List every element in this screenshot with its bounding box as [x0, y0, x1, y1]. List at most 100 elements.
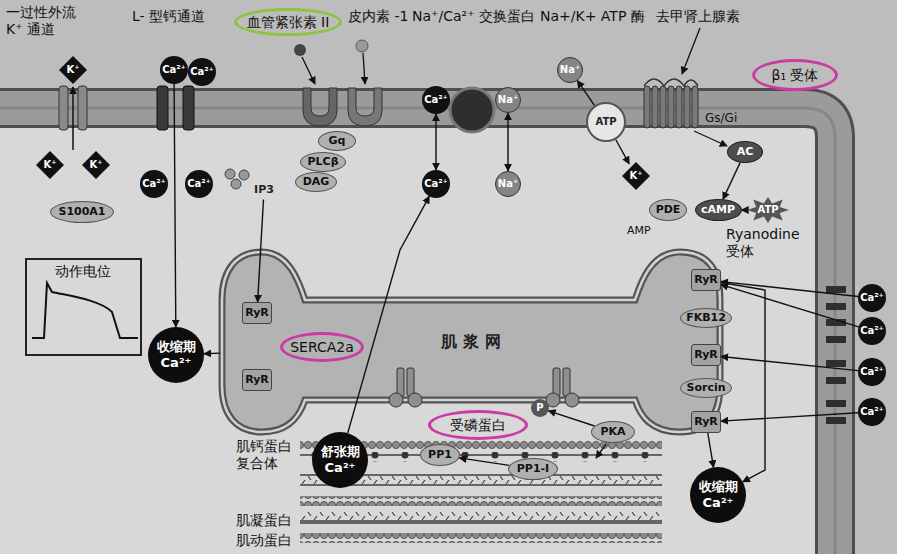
connector-arrow — [723, 163, 740, 200]
calcium-ion: Ca²⁺ — [160, 56, 188, 84]
node-text: PLCβ — [307, 156, 338, 169]
text-label: Ryanodine 受体 — [726, 226, 814, 260]
node-text: PDE — [656, 204, 681, 217]
node-text: Ca²⁺ — [860, 325, 884, 337]
connector-arrow — [204, 352, 220, 354]
node-text: K⁺ — [629, 170, 642, 182]
text-label: Na+/K+ ATP 酶 — [540, 8, 645, 25]
sodium-ion: Na⁺ — [495, 87, 521, 113]
protein-ellipse-dark: cAMP — [695, 199, 742, 221]
ip3-molecules — [225, 169, 249, 189]
node-text: PP1-I — [517, 463, 549, 476]
connector-arrow — [708, 433, 714, 467]
node-text: S100A1 — [58, 206, 105, 219]
node-text: RyR — [694, 349, 718, 362]
connector-arrow — [721, 285, 859, 327]
node-text: Ca²⁺ — [860, 292, 884, 304]
node-text: Ca²⁺ — [187, 178, 211, 190]
node-text: Na⁺ — [560, 64, 580, 76]
connector-arrow — [435, 114, 436, 170]
highlight-oval: 受磷蛋白 — [428, 410, 528, 440]
node-text: RyR — [245, 307, 269, 320]
node-text: Ca²⁺ — [424, 94, 448, 106]
calcium-ion: Ca²⁺ — [422, 86, 450, 114]
connector-arrow — [507, 113, 508, 171]
connector-arrow — [549, 411, 595, 426]
potassium-ion: K⁺ — [622, 162, 650, 190]
ryanodine-receptor: RyR — [242, 369, 272, 391]
connector-arrow — [616, 140, 630, 164]
node-text: 收缩期 Ca²⁺ — [696, 479, 740, 510]
node-text: AC — [737, 146, 754, 159]
ip3-molecule: IP3 — [249, 181, 279, 200]
protein-ellipse: FKB12 — [680, 308, 732, 328]
ryanodine-receptor: RyR — [691, 269, 721, 291]
node-text: 血管紧张素 II — [247, 14, 330, 30]
node-text: 舒张期 Ca²⁺ — [318, 444, 362, 475]
node-text: cAMP — [701, 204, 735, 217]
phosphate-dot: P — [531, 399, 549, 417]
text-label: 一过性外流 K⁺ 通道 — [6, 4, 84, 38]
node-text: Na⁺ — [498, 94, 518, 106]
exchanger-protein — [450, 88, 494, 132]
l-type-calcium-channel — [157, 86, 194, 130]
beta-receptor — [644, 28, 727, 146]
calcium-ion: Ca²⁺ — [188, 58, 216, 86]
node-text: PKA — [600, 426, 625, 439]
sodium-ion: Na⁺ — [557, 57, 583, 83]
node-text: DAG — [303, 176, 330, 189]
protein-ellipse: PP1 — [420, 444, 460, 466]
ryanodine-receptor: RyR — [242, 302, 272, 324]
text-label: 肌钙蛋白 复合体 — [236, 438, 298, 472]
action-potential-box: 动作电位 — [25, 258, 142, 356]
protein-ellipse-dark: AC — [727, 141, 763, 163]
node-text: β₁ 受体 — [772, 67, 819, 83]
node-text: RyR — [694, 416, 718, 429]
connector-arrow — [174, 84, 176, 327]
node-text: FKB12 — [686, 312, 726, 325]
text-label: 去甲肾上腺素 — [656, 8, 740, 25]
action-potential-trace — [32, 283, 138, 338]
calcium-ion: Ca²⁺ — [140, 170, 168, 198]
calcium-pool: 收缩期 Ca²⁺ — [148, 327, 204, 383]
sarcoplasmic-reticulum-outline — [222, 252, 720, 432]
cell-membrane — [0, 108, 835, 554]
protein-ellipse: PP1-I — [508, 458, 558, 480]
potassium-ion: K⁺ — [36, 151, 64, 179]
node-text: SERCA2a — [290, 339, 354, 355]
node-text: Gq — [329, 135, 346, 148]
calcium-ion: Ca²⁺ — [185, 170, 213, 198]
calcium-pool: 收缩期 Ca²⁺ — [690, 467, 746, 523]
highlight-oval: SERCA2a — [280, 332, 364, 362]
pka-arrow — [596, 444, 606, 458]
sodium-ion: Na⁺ — [495, 171, 521, 197]
cell-membrane — [0, 108, 835, 554]
node-text: 受磷蛋白 — [450, 417, 506, 433]
text-label: AMP — [627, 224, 651, 237]
connector-arrow — [577, 81, 594, 106]
node-text: Sorcin — [686, 382, 725, 395]
connector-arrow — [721, 357, 858, 371]
protein-ellipse: PLCβ — [300, 152, 346, 172]
potassium-channel — [59, 86, 87, 150]
node-text: Ca²⁺ — [162, 64, 186, 76]
node-text: 动作电位 — [55, 263, 111, 279]
node-text: K⁺ — [89, 159, 102, 171]
connector-arrow — [348, 196, 430, 433]
text-label: L- 型钙通道 — [132, 8, 205, 25]
highlight-oval: 血管紧张素 II — [234, 8, 342, 36]
node-text: Ca²⁺ — [190, 66, 214, 78]
atp-burst: ATP — [747, 197, 789, 223]
node-text: K⁺ — [66, 64, 79, 76]
text-label: 皮内素 -1 — [348, 8, 408, 25]
calcium-ion: Ca²⁺ — [858, 358, 886, 386]
connector-arrow — [721, 282, 858, 297]
node-text: ATP — [595, 116, 616, 128]
protein-ellipse: Gq — [318, 131, 356, 151]
serca-pumps — [389, 368, 579, 407]
text-label: Gs/Gi — [703, 111, 739, 125]
node-text: Na⁺ — [498, 178, 518, 190]
connector-arrow — [459, 458, 509, 466]
calcium-ion: Ca²⁺ — [858, 398, 886, 426]
ryanodine-receptor: RyR — [691, 411, 721, 433]
